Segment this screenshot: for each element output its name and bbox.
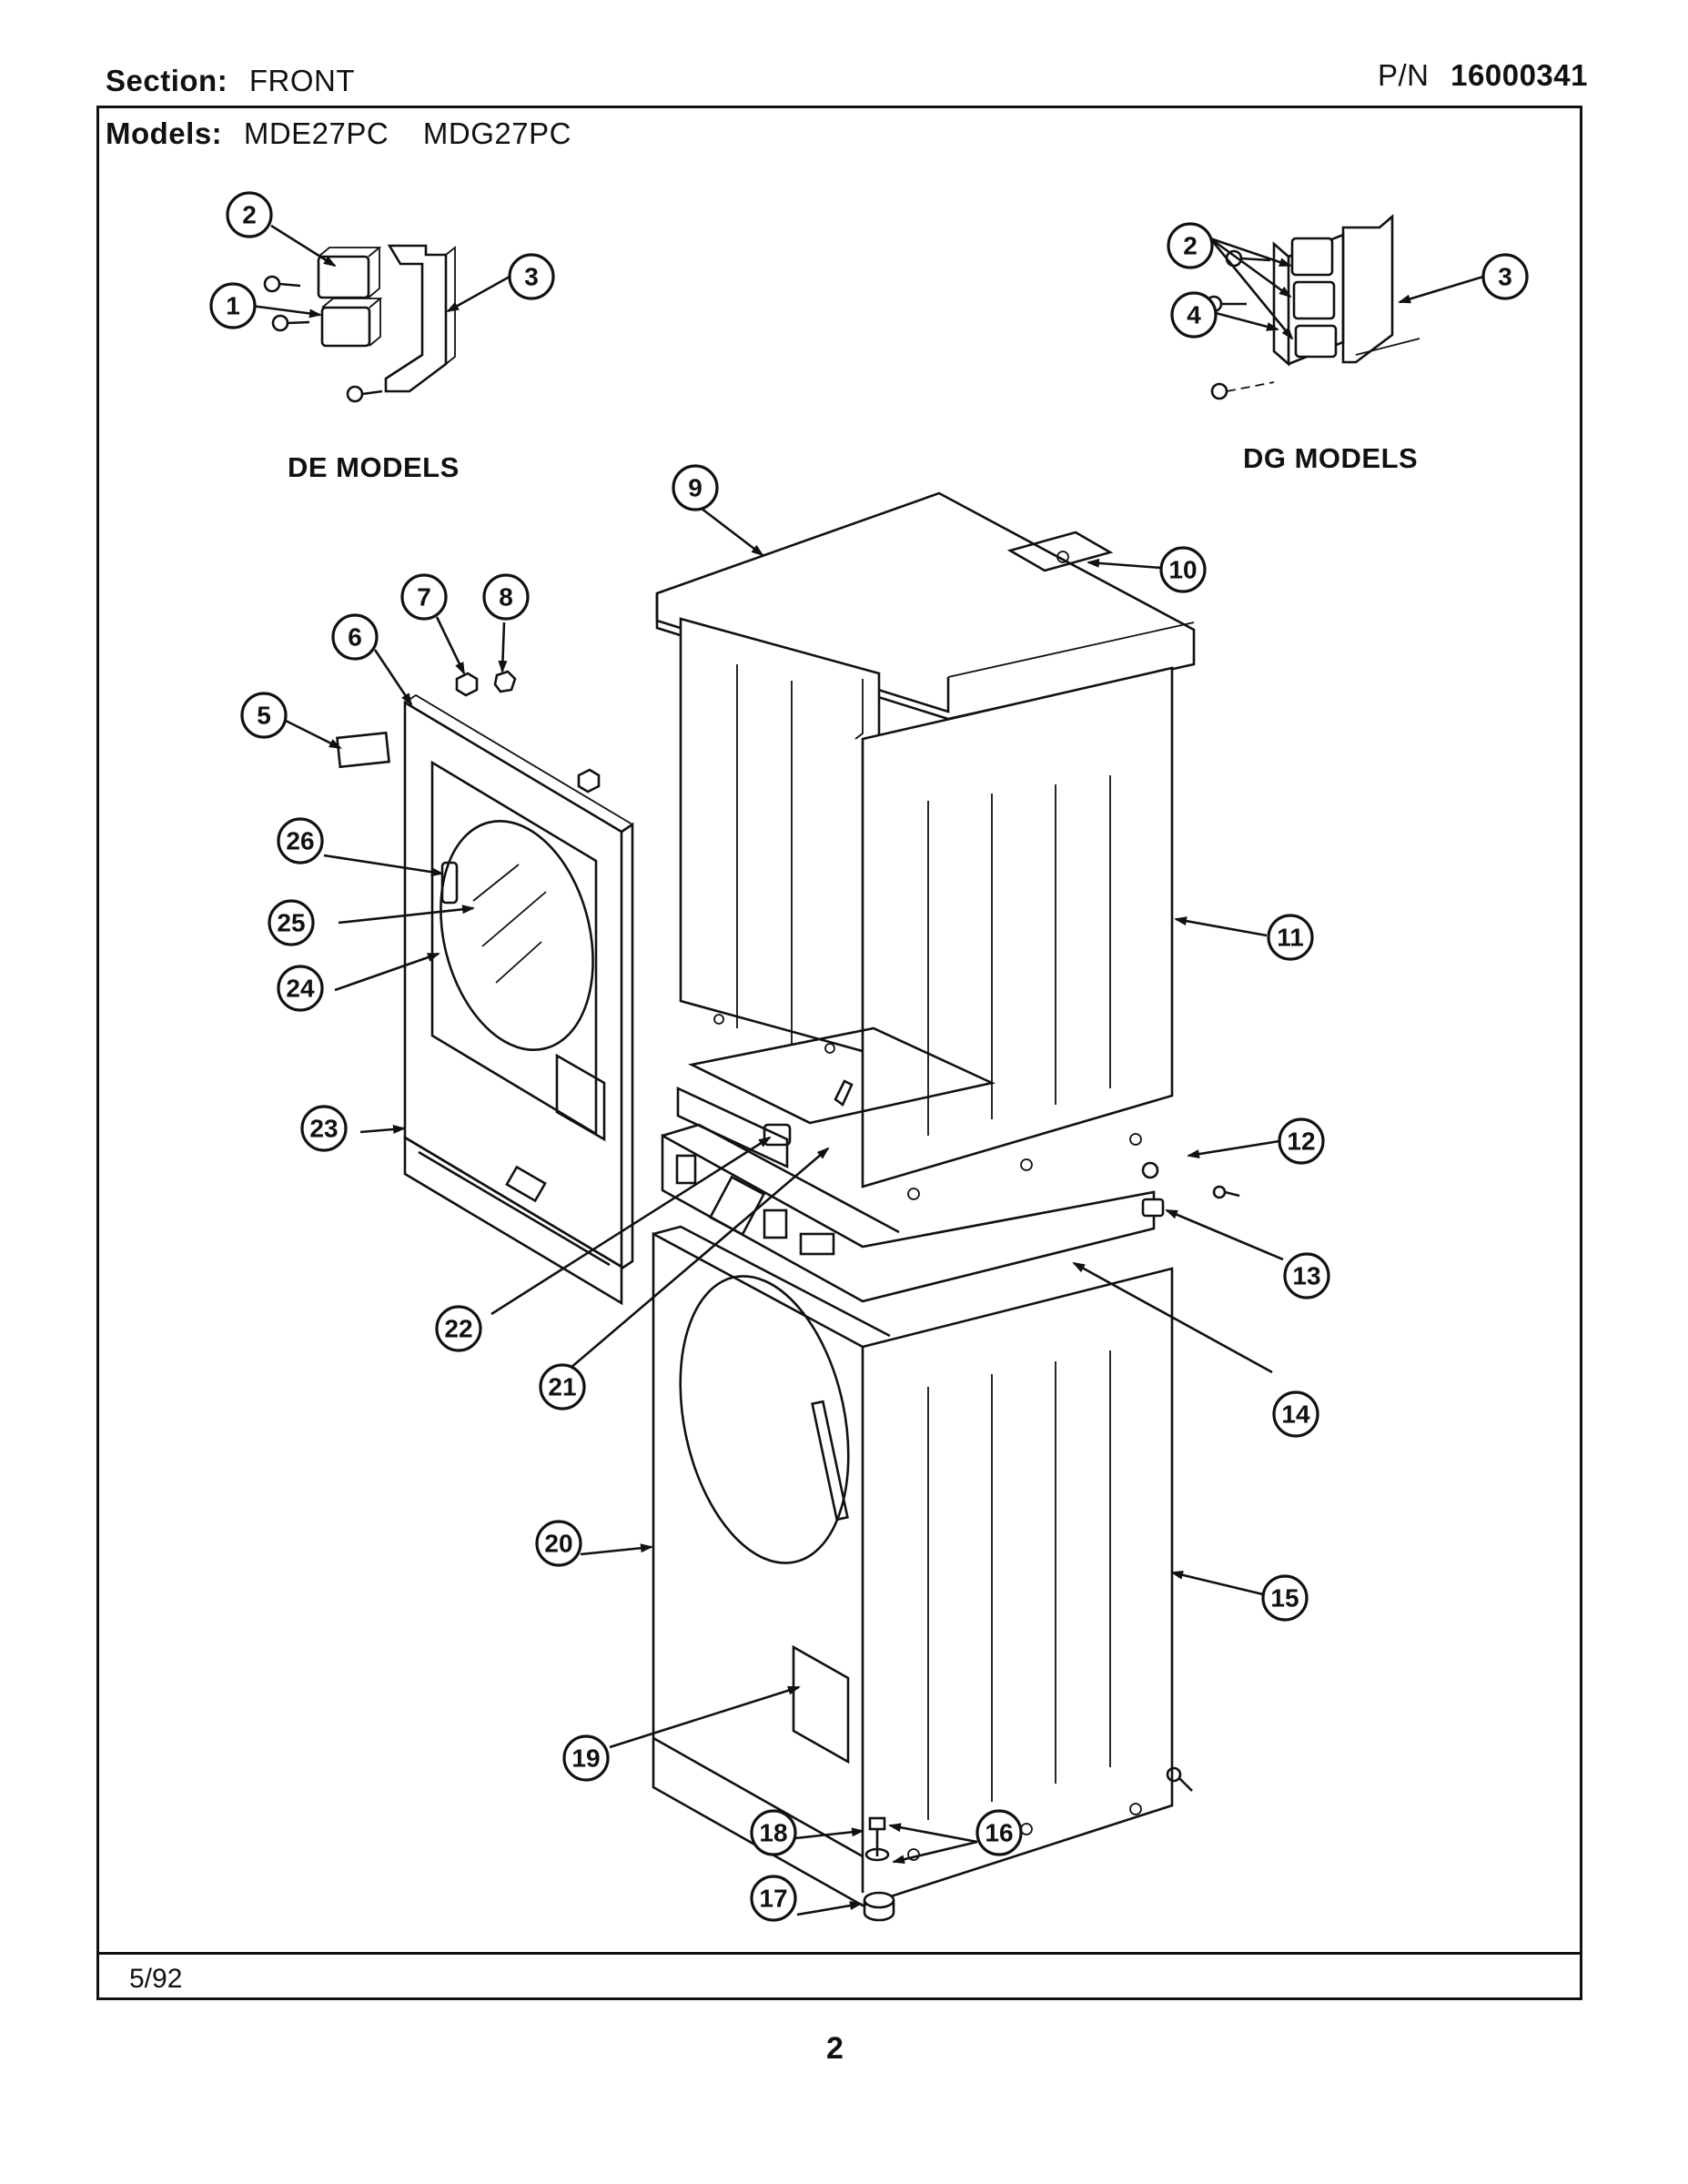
svg-text:11: 11 bbox=[1277, 924, 1304, 952]
model-mde27pc: MDE27PC bbox=[243, 116, 389, 150]
callout-9: 9 bbox=[672, 464, 719, 511]
svg-text:23: 23 bbox=[309, 1115, 338, 1143]
svg-text:12: 12 bbox=[1287, 1127, 1315, 1156]
callout-14: 14 bbox=[1272, 1390, 1319, 1438]
svg-text:8: 8 bbox=[499, 583, 513, 612]
callout-6: 6 bbox=[331, 613, 379, 661]
footer-divider bbox=[96, 1952, 1582, 1955]
callout-15: 15 bbox=[1261, 1574, 1309, 1622]
svg-text:13: 13 bbox=[1292, 1262, 1320, 1290]
callout-12: 12 bbox=[1278, 1117, 1325, 1165]
de-relay-assembly bbox=[263, 244, 456, 403]
svg-text:10: 10 bbox=[1168, 556, 1197, 584]
dg-relay-assembly bbox=[1205, 214, 1420, 400]
dg-models-label: DG MODELS bbox=[1243, 442, 1419, 474]
control-console bbox=[661, 1123, 1240, 1303]
callout-21: 21 bbox=[539, 1363, 586, 1410]
callout-2-de: 2 bbox=[226, 191, 273, 238]
callout-1: 1 bbox=[209, 282, 257, 329]
callout-22: 22 bbox=[435, 1305, 482, 1352]
svg-text:16: 16 bbox=[985, 1819, 1013, 1847]
svg-text:15: 15 bbox=[1270, 1584, 1299, 1613]
callout-13: 13 bbox=[1283, 1252, 1330, 1299]
lower-dryer-cabinet bbox=[652, 1225, 1193, 1907]
section-line: Section: FRONT bbox=[106, 64, 380, 98]
svg-text:3: 3 bbox=[524, 263, 539, 291]
svg-text:1: 1 bbox=[226, 292, 240, 320]
callout-5: 5 bbox=[240, 692, 288, 739]
svg-text:6: 6 bbox=[348, 623, 362, 652]
part-number-value: 16000341 bbox=[1450, 58, 1588, 92]
callout-2-dg: 2 bbox=[1167, 222, 1214, 269]
callout-4: 4 bbox=[1170, 291, 1218, 339]
leader-lines bbox=[250, 224, 1484, 1916]
callout-3-de: 3 bbox=[508, 253, 555, 300]
svg-text:18: 18 bbox=[759, 1819, 787, 1847]
section-value: FRONT bbox=[248, 64, 356, 97]
upper-dryer-cabinet bbox=[655, 491, 1196, 1200]
front-panel-assembly bbox=[336, 670, 634, 1306]
diagram-frame bbox=[96, 106, 1582, 2000]
callout-18: 18 bbox=[750, 1809, 797, 1856]
callout-26: 26 bbox=[277, 817, 324, 864]
callout-10: 10 bbox=[1159, 546, 1207, 593]
callout-8: 8 bbox=[482, 573, 530, 621]
callout-11: 11 bbox=[1267, 914, 1314, 961]
leveling-leg-assembly bbox=[863, 1816, 895, 1922]
model-mdg27pc: MDG27PC bbox=[422, 116, 571, 150]
page-number: 2 bbox=[826, 2031, 844, 2066]
svg-text:20: 20 bbox=[544, 1530, 572, 1558]
svg-text:14: 14 bbox=[1281, 1400, 1310, 1429]
callout-7: 7 bbox=[400, 573, 448, 621]
revision-date: 5/92 bbox=[129, 1964, 183, 1994]
callout-20: 20 bbox=[535, 1520, 582, 1567]
svg-text:21: 21 bbox=[548, 1373, 576, 1401]
callout-17: 17 bbox=[750, 1875, 797, 1922]
part-number-line: P/N 16000341 bbox=[1378, 58, 1588, 93]
models-label: Models: bbox=[106, 116, 223, 150]
svg-text:2: 2 bbox=[242, 201, 257, 229]
section-label: Section: bbox=[106, 64, 228, 97]
svg-text:4: 4 bbox=[1187, 301, 1201, 329]
callout-16: 16 bbox=[975, 1809, 1023, 1856]
svg-text:3: 3 bbox=[1498, 263, 1512, 291]
svg-text:17: 17 bbox=[759, 1885, 787, 1913]
svg-text:5: 5 bbox=[257, 702, 271, 730]
svg-text:26: 26 bbox=[286, 827, 314, 855]
svg-text:25: 25 bbox=[277, 909, 305, 937]
callout-19: 19 bbox=[562, 1734, 610, 1782]
svg-text:24: 24 bbox=[286, 975, 315, 1003]
svg-text:9: 9 bbox=[688, 474, 702, 502]
callout-25: 25 bbox=[268, 899, 315, 946]
svg-text:7: 7 bbox=[417, 583, 431, 612]
callout-3-dg: 3 bbox=[1481, 253, 1529, 300]
callout-24: 24 bbox=[277, 965, 324, 1012]
svg-text:19: 19 bbox=[571, 1744, 600, 1773]
part-number-label: P/N bbox=[1377, 58, 1430, 92]
models-line: Models: MDE27PC MDG27PC bbox=[106, 116, 597, 151]
svg-text:2: 2 bbox=[1183, 232, 1198, 260]
callout-23: 23 bbox=[300, 1105, 348, 1152]
svg-text:22: 22 bbox=[444, 1315, 472, 1343]
de-models-label: DE MODELS bbox=[288, 451, 460, 483]
